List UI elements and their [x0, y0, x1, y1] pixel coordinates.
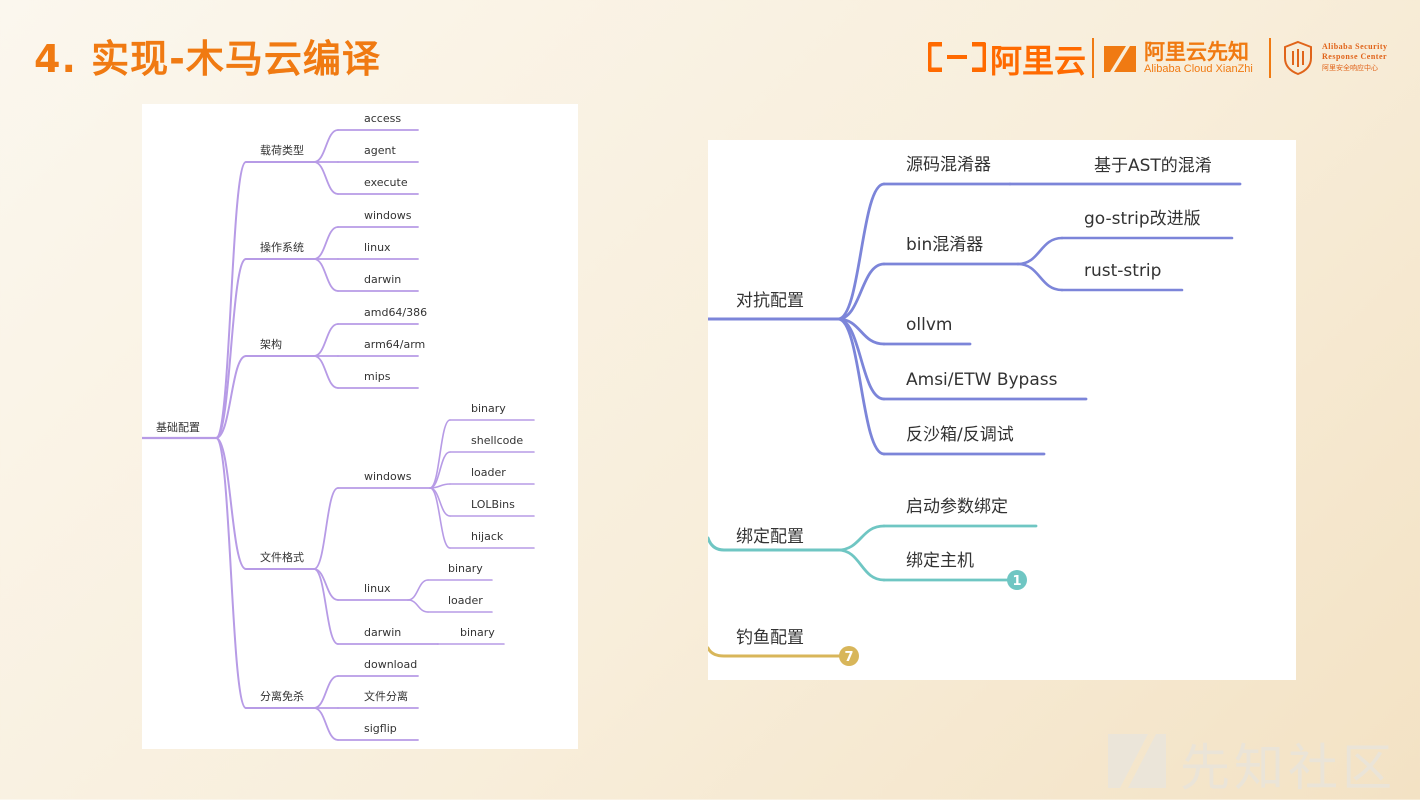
- xianzhi-brand-subtitle: Alibaba Cloud XianZhi: [1144, 63, 1253, 75]
- left-mindmap-panel: 基础配置 载荷类型 access agent execute 操作系统 windows lin…: [142, 104, 578, 749]
- leaf-node-label: linux: [364, 241, 391, 254]
- branch-connector: [836, 182, 886, 321]
- branch-node-label: 钓鱼配置: [736, 628, 804, 648]
- branch-connector: [836, 262, 886, 321]
- leaf-connector: [407, 579, 429, 601]
- child-connector: [313, 568, 339, 601]
- leaf-node-label: sigflip: [364, 722, 397, 735]
- leaf-connector: [1016, 236, 1064, 266]
- leaf-connector: [1016, 262, 1064, 292]
- group-node-label: 架构: [260, 337, 282, 351]
- xianzhi-brand-name: 阿里云先知: [1144, 40, 1249, 64]
- branch-connector: [215, 437, 247, 709]
- asrc-name-line1: Alibaba Security: [1322, 42, 1388, 51]
- branch-node-underline: [708, 536, 840, 552]
- leaf-node-label: binary: [460, 626, 495, 639]
- collapsed-count-badge-label: 1: [1012, 574, 1021, 589]
- leaf-node-label: arm64/arm: [364, 338, 425, 351]
- slide-title: 4. 实现-木马云编译: [34, 37, 381, 81]
- leaf-node-label: download: [364, 658, 417, 671]
- child-node-label: bin混淆器: [906, 235, 983, 255]
- subgroup-node-label: windows: [364, 470, 412, 483]
- leaf-node-label: amd64/386: [364, 306, 427, 319]
- collapsed-count-badge: [839, 646, 859, 666]
- leaf-node-label: loader: [471, 466, 506, 479]
- subgroup-node-label: darwin: [364, 626, 401, 639]
- child-node-label: 启动参数绑定: [906, 497, 1008, 517]
- child-node-label: Amsi/ETW Bypass: [906, 370, 1058, 390]
- branch-connector: [836, 317, 886, 456]
- branch-node-label: 绑定配置: [736, 527, 804, 547]
- leaf-node-label: go-strip改进版: [1084, 209, 1201, 229]
- branch-connector: [836, 524, 886, 552]
- child-connector: [313, 355, 339, 389]
- child-node-label: 绑定主机: [906, 551, 974, 571]
- aliyun-logo-icon: [928, 42, 986, 72]
- child-connector: [313, 487, 339, 570]
- leaf-node-label: rust-strip: [1084, 261, 1161, 281]
- leaf-node-label: mips: [364, 370, 391, 383]
- asrc-name-line2: Response Center: [1322, 52, 1388, 61]
- leaf-connector: [407, 599, 429, 613]
- child-node-label: 反沙箱/反调试: [906, 425, 1014, 445]
- branch-connector: [215, 258, 247, 439]
- leaf-node-label: 基于AST的混淆: [1094, 156, 1212, 176]
- child-connector: [313, 568, 339, 645]
- xianzhi-logo-icon: [1104, 46, 1136, 72]
- shield-icon: [1284, 40, 1312, 76]
- leaf-node-label: binary: [448, 562, 483, 575]
- leaf-node-label: hijack: [471, 530, 504, 543]
- child-connector: [313, 707, 339, 741]
- collapsed-count-badge-label: 7: [844, 650, 853, 665]
- branch-connector: [836, 548, 886, 582]
- aliyun-brand-name: 阿里云: [990, 42, 1087, 80]
- leaf-node-label: loader: [448, 594, 483, 607]
- leaf-node-label: windows: [364, 209, 412, 222]
- leaf-node-label: agent: [364, 144, 396, 157]
- group-node-label: 分离免杀: [260, 689, 304, 703]
- branch-node-label: 对抗配置: [736, 291, 804, 311]
- child-connector: [313, 258, 339, 292]
- leaf-node-label: access: [364, 112, 401, 125]
- branch-node-underline: [708, 646, 842, 658]
- leaf-node-label: darwin: [364, 273, 401, 286]
- leaf-connector: [429, 487, 451, 549]
- child-connector: [313, 226, 339, 260]
- group-node-label: 操作系统: [260, 240, 304, 254]
- brand-divider: [1269, 38, 1271, 78]
- leaf-node-label: 文件分离: [364, 689, 408, 703]
- leaf-node-label: LOLBins: [471, 498, 515, 511]
- leaf-node-label: execute: [364, 176, 408, 189]
- child-node-label: 源码混淆器: [906, 155, 991, 175]
- left-mindmap: 基础配置 载荷类型 access agent execute 操作系统 windows lin…: [142, 112, 535, 741]
- watermark-text: 先知社区: [1180, 739, 1396, 797]
- leaf-node-label: binary: [471, 402, 506, 415]
- root-node-label: 基础配置: [156, 421, 200, 434]
- child-connector: [313, 129, 339, 163]
- child-connector: [313, 323, 339, 357]
- branch-connector: [215, 161, 247, 439]
- child-connector: [313, 675, 339, 709]
- branch-connector: [215, 437, 247, 570]
- group-node-label: 文件格式: [260, 550, 304, 564]
- asrc-name-cn: 阿里安全响应中心: [1322, 64, 1378, 72]
- collapsed-count-badge: [1007, 570, 1027, 590]
- child-connector: [313, 161, 339, 195]
- brand-divider: [1092, 38, 1094, 78]
- leaf-connector: [429, 451, 451, 489]
- group-node-label: 载荷类型: [260, 143, 304, 157]
- leaf-node-label: shellcode: [471, 434, 523, 447]
- branch-connector: [215, 355, 247, 439]
- subgroup-node-label: linux: [364, 582, 391, 595]
- child-node-label: ollvm: [906, 315, 952, 335]
- brand-header: 阿里云 阿里云先知 Alibaba Cloud XianZhi Alibaba …: [928, 36, 1388, 80]
- leaf-connector: [429, 487, 451, 517]
- xianzhi-watermark-icon: [1108, 734, 1166, 788]
